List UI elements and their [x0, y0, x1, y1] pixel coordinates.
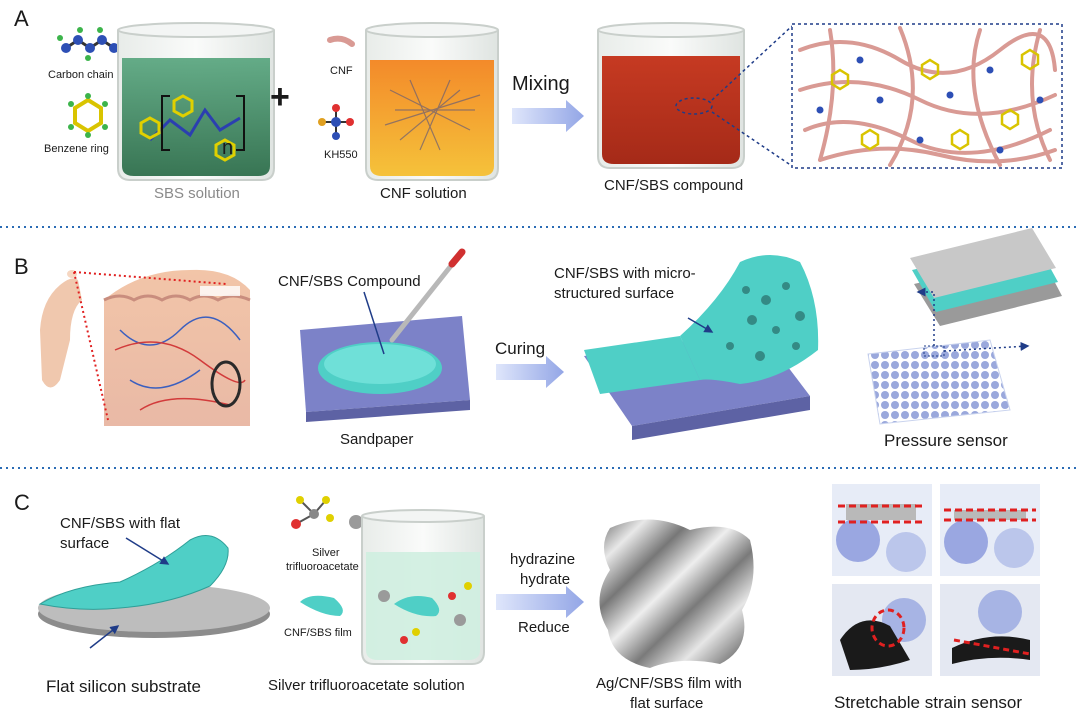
silver-label-line1: Silver [312, 547, 340, 559]
strain-photo-1 [832, 484, 932, 576]
strain-sensor-photos [832, 484, 1040, 676]
ag-film-label-line1: Ag/CNF/SBS film with [596, 675, 742, 692]
compound-label: CNF/SBS compound [604, 177, 743, 194]
reduce-label: Reduce [518, 619, 570, 636]
sbs-solution-label: SBS solution [154, 185, 240, 202]
fingertip-image [40, 270, 82, 388]
silver-beaker [361, 509, 485, 665]
cnf-solution-label: CNF solution [380, 185, 467, 202]
micro-label-line2: structured surface [554, 285, 674, 302]
curing-arrow [496, 356, 564, 388]
curing-label: Curing [495, 339, 545, 358]
micro-structured-film [584, 255, 819, 440]
plus-sign: + [270, 78, 290, 116]
strain-photo-2 [940, 484, 1040, 576]
panel-b-letter: B [14, 254, 29, 279]
zoom-line-bottom [711, 111, 793, 167]
benzene-ring-label: Benzene ring [44, 143, 109, 155]
compound-pointer [363, 291, 385, 355]
strain-photo-3 [832, 584, 932, 676]
benzene-ring-icon [68, 93, 108, 138]
zoom-red-top [73, 271, 227, 285]
mixing-arrow [512, 100, 584, 132]
zoom-red-bottom [73, 271, 109, 421]
repeat-n-label: n [222, 137, 233, 159]
flat-label-line1: CNF/SBS with flat [60, 515, 181, 532]
substrate-pointer [89, 625, 120, 649]
cnf-label: CNF [330, 65, 353, 77]
cnf-fiber-icon [327, 35, 355, 47]
skin-cross-section [103, 269, 251, 426]
strain-photo-4 [940, 584, 1040, 676]
panel-c-letter: C [14, 490, 30, 515]
panel-b: B CNF/SBS Compound Sandpape [14, 228, 1062, 450]
film-label: CNF/SBS film [284, 627, 352, 639]
carbon-chain-label: Carbon chain [48, 69, 113, 81]
pressure-sensor-label: Pressure sensor [884, 431, 1008, 450]
hydrazine-label-line2: hydrate [520, 571, 570, 588]
pressure-sensor-image [867, 228, 1062, 425]
kh550-molecule-icon [318, 104, 354, 140]
silver-solution-label: Silver trifluoroacetate solution [268, 677, 465, 694]
compound-label-b: CNF/SBS Compound [278, 273, 421, 290]
hydrazine-label-line1: hydrazine [510, 551, 575, 568]
micro-label-line1: CNF/SBS with micro- [554, 265, 696, 282]
sbs-molecule [139, 94, 245, 162]
ag-film-label-line2: flat surface [630, 695, 703, 712]
panel-a: A Carbon chain Benzene ring [14, 6, 1063, 202]
silver-label-line2: trifluoroacetate [286, 561, 359, 573]
panel-c: C CNF/SBS with flat surface Flat silicon… [14, 484, 1040, 712]
silver-trifluoroacetate-icon [291, 496, 363, 529]
dropper-icon [389, 248, 466, 343]
flat-substrate-film [38, 535, 270, 638]
film-icon [300, 595, 343, 616]
cnf-beaker [365, 22, 499, 181]
sandpaper-drop [300, 316, 470, 422]
network-zoom-box [791, 23, 1063, 169]
sandpaper-label: Sandpaper [340, 431, 413, 448]
kh550-label: KH550 [324, 149, 358, 161]
sbs-beaker [117, 22, 275, 181]
ag-film-image [599, 519, 754, 668]
panel-a-letter: A [14, 6, 29, 31]
strain-sensor-label: Stretchable strain sensor [834, 693, 1022, 712]
reduce-arrow [496, 586, 584, 618]
micro-pointer [687, 317, 714, 333]
flat-substrate-label: Flat silicon substrate [46, 677, 201, 696]
compound-beaker [597, 22, 745, 169]
flat-label-line2: surface [60, 535, 109, 552]
carbon-chain-icon [57, 27, 123, 61]
zoom-line-top [711, 25, 793, 101]
sensor-zoom-right [943, 341, 1030, 352]
mixing-label: Mixing [512, 73, 570, 95]
flat-film-pointer [125, 537, 170, 565]
